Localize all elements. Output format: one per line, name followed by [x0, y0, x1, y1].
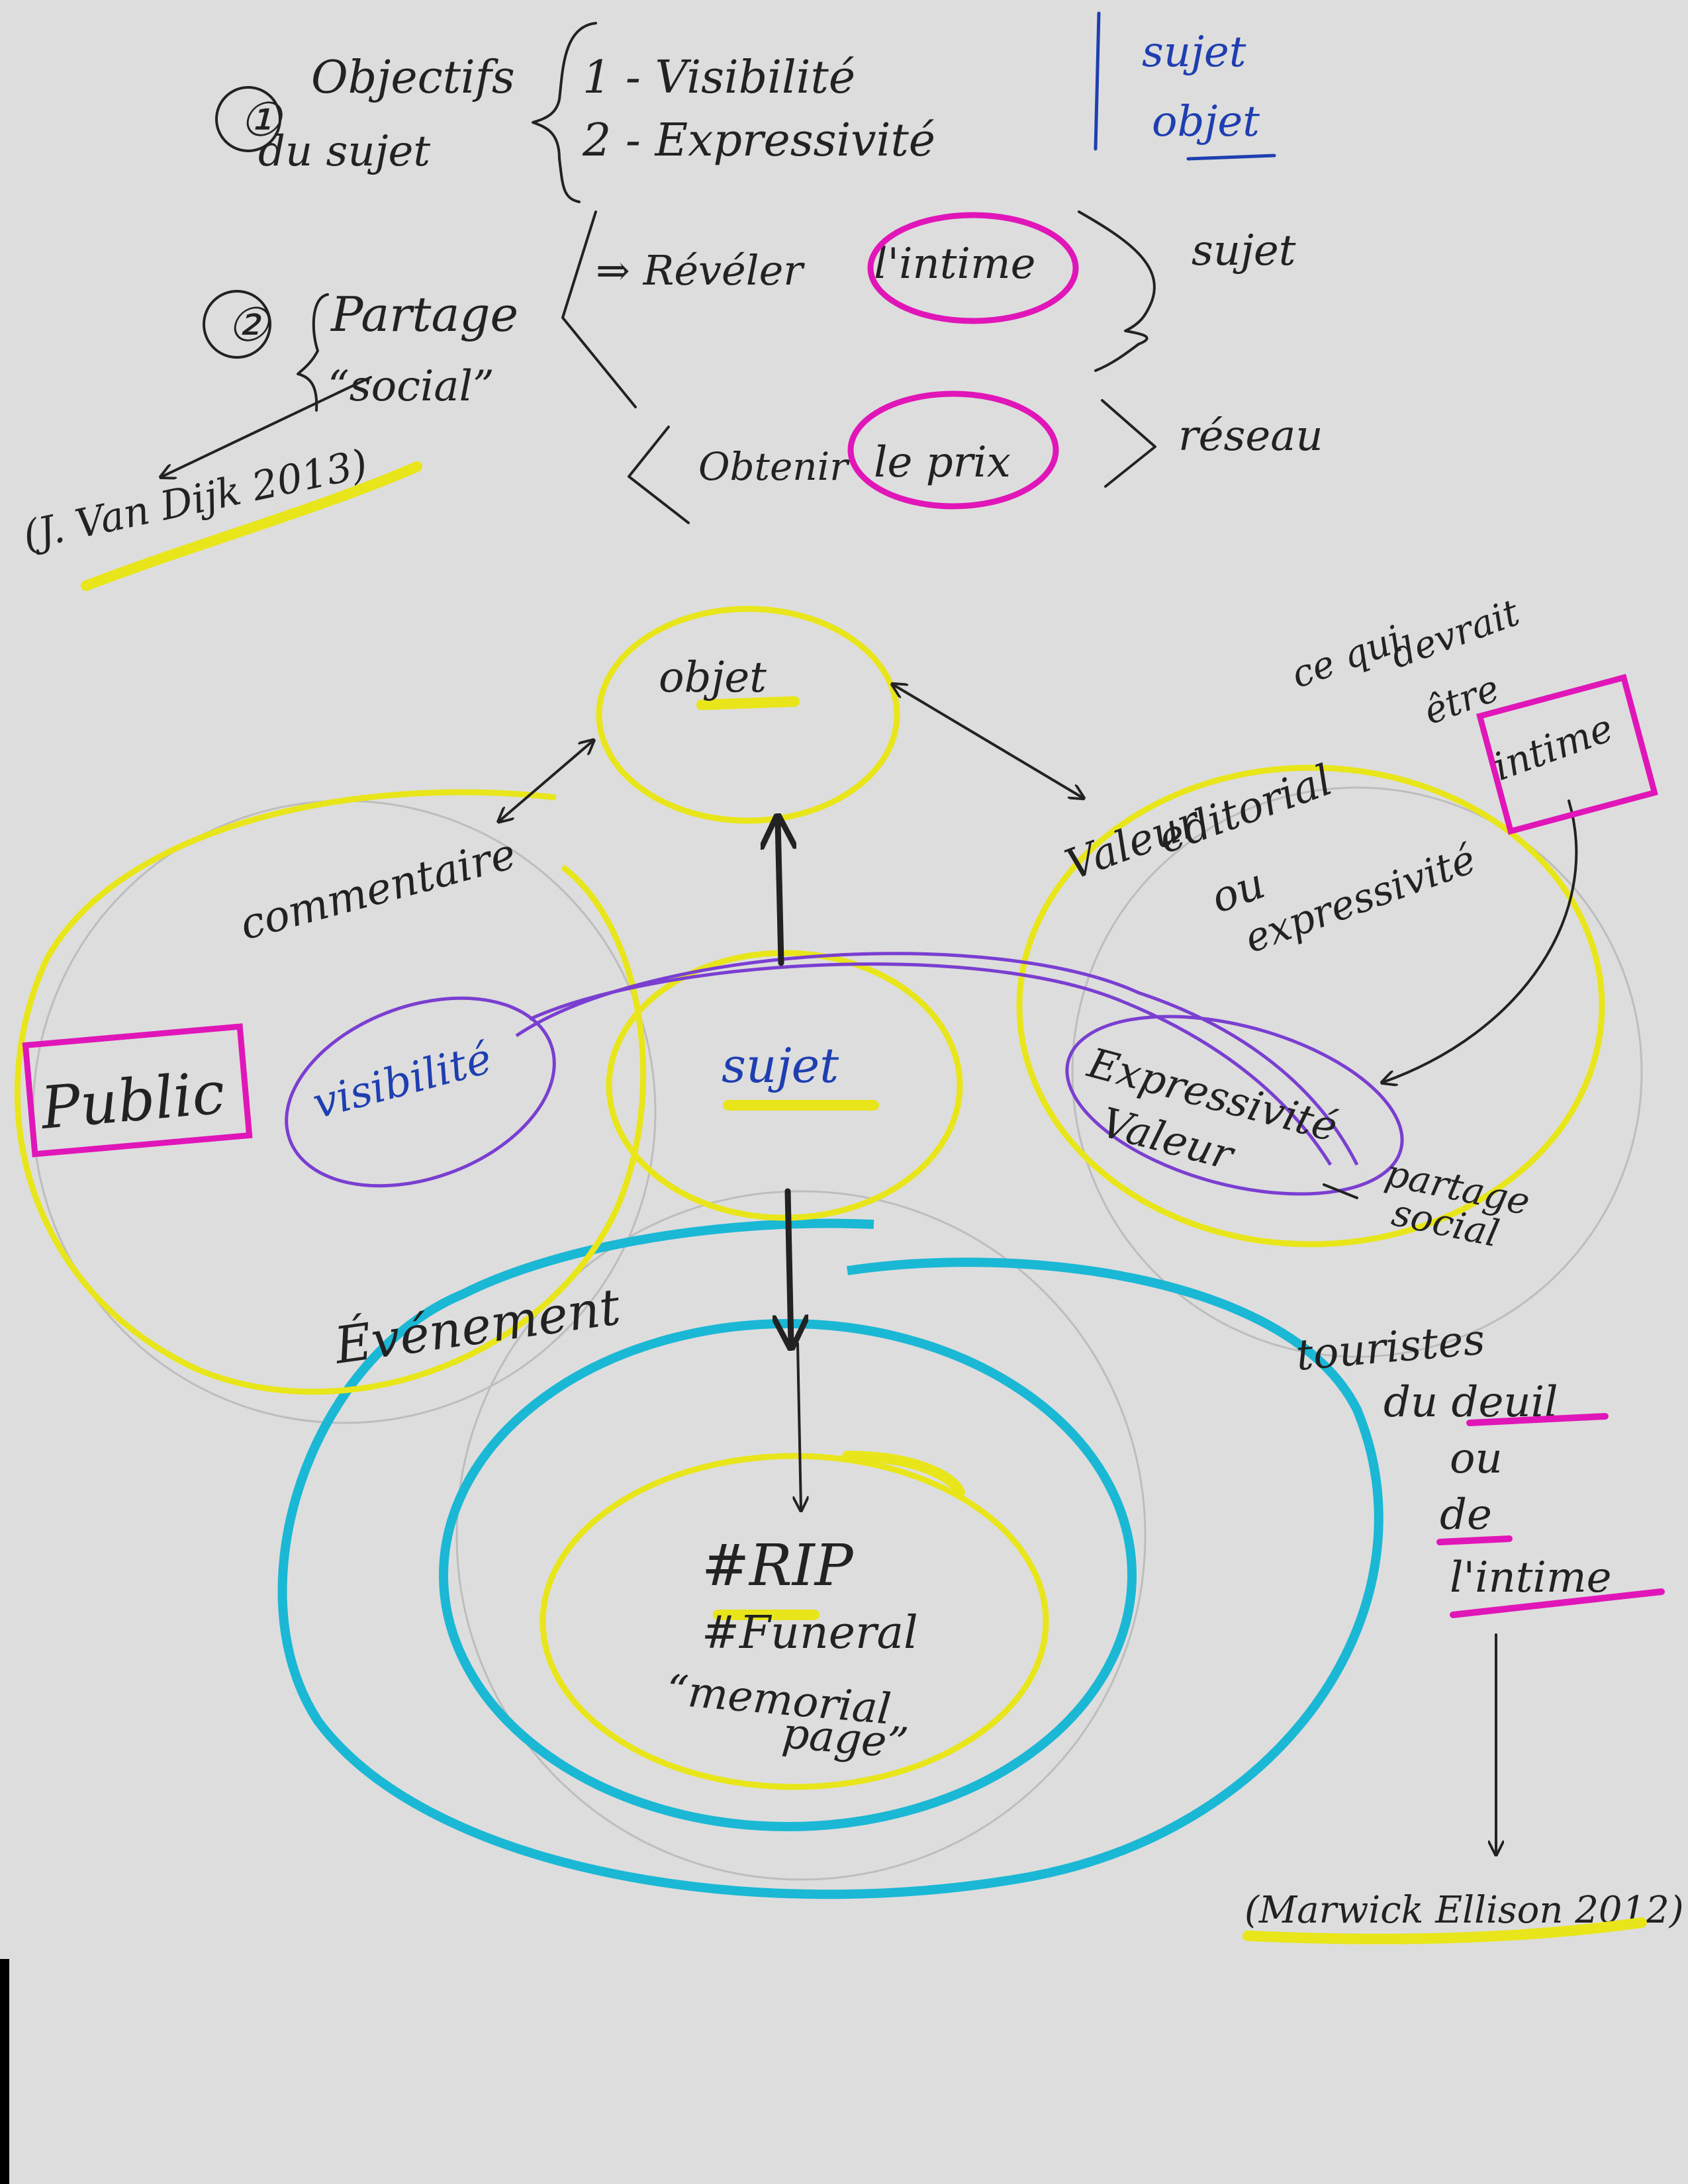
touristes-label-4: de: [1440, 1490, 1492, 1539]
sujet-circle: [606, 950, 963, 1221]
intime-to-expressivite-arrow: [1383, 799, 1578, 1082]
valeur-expressivite-line: [1323, 1183, 1358, 1199]
obtenir-close: [1101, 399, 1156, 488]
sujet-to-objet-arrow: [778, 821, 781, 966]
obtenir-label: Obtenir: [698, 444, 850, 489]
purple-loop-connector: [515, 952, 1359, 1166]
touristes-label-3: ou: [1450, 1434, 1503, 1483]
evenement-to-rip-arrow: [798, 1342, 801, 1509]
intime-magenta-circle: [867, 212, 1079, 324]
diagram: objet sujet commentaire Public visibilit…: [14, 591, 1684, 1944]
le-prix-magenta-circle: [847, 390, 1059, 510]
valeur-circle: [1016, 764, 1605, 1248]
intime-label: l'intime: [874, 240, 1036, 289]
van-dijk-arrow: [162, 376, 372, 477]
public-label: Public: [37, 1058, 228, 1142]
side-objet-underline: [1186, 154, 1276, 161]
marwick-highlight: [1243, 1917, 1647, 1944]
reveler-label: ⇒ Révéler: [596, 246, 805, 295]
objet-circle: [596, 606, 900, 824]
item-visibilite: 1 - Visibilité: [583, 52, 855, 104]
right-brace: [1078, 210, 1156, 372]
deuil-underline: [1466, 1413, 1609, 1426]
van-dijk-highlight: [81, 461, 422, 591]
intime-underline: [1450, 1588, 1665, 1618]
ce-qui-1: ce qui: [1286, 617, 1408, 697]
number-two: ②: [227, 298, 271, 352]
social-label: “social”: [328, 362, 494, 411]
intime-magenta-box: [1476, 674, 1658, 835]
de-underline: [1436, 1535, 1513, 1545]
expressivite-purple-ellipse: [1065, 1015, 1404, 1196]
objet-commentaire-arrow: [500, 741, 592, 821]
pencil-guide-center: [455, 1190, 1147, 1881]
header-notes: ① Objectifs du sujet 1 - Visibilité 2 - …: [19, 11, 1323, 591]
blue-divider: [1094, 11, 1101, 151]
objectifs-brace: [532, 22, 597, 203]
touristes-label-5: l'intime: [1450, 1553, 1612, 1602]
visibilite-purple-ellipse: [285, 996, 556, 1188]
partage-label: Partage: [330, 287, 518, 342]
sujet-label: sujet: [722, 1038, 839, 1093]
rip-yellow-tail: [842, 1451, 965, 1498]
intime-box-label: intime: [1487, 705, 1619, 790]
reseau-label: réseau: [1178, 412, 1323, 461]
number-one: ①: [240, 93, 283, 147]
touristes-label-1: touristes: [1294, 1315, 1487, 1381]
objet-label: objet: [659, 653, 767, 702]
partage-brace: [297, 293, 329, 412]
valeur-editorial-4: expressivité: [1239, 836, 1481, 962]
sujet-to-evenement-arrow: [788, 1188, 791, 1343]
side-objet: objet: [1152, 97, 1260, 146]
obtenir-bracket: [628, 426, 690, 524]
funeral-label: #Funeral: [702, 1607, 918, 1659]
memorial-label-2: page”: [780, 1709, 910, 1768]
number-two-circle: [203, 290, 271, 359]
scan-edge: [0, 1959, 9, 2184]
ce-qui-3: être: [1419, 667, 1505, 734]
du-sujet-label: du sujet: [258, 127, 430, 176]
objet-valeur-arrow: [894, 685, 1082, 797]
objet-highlight: [696, 696, 800, 710]
le-prix-label: le prix: [874, 438, 1011, 487]
public-magenta-box: [22, 1023, 253, 1158]
objectifs-label: Objectifs: [311, 52, 515, 104]
branch-up: [561, 210, 637, 408]
commentaire-circle: [14, 789, 647, 1395]
sujet-right-label: sujet: [1192, 226, 1296, 275]
pencil-guide-right: [1071, 786, 1643, 1358]
purple-loop-connector-2: [528, 962, 1333, 1166]
ce-qui-2: devrait: [1385, 591, 1526, 677]
cyan-outer-ring: [277, 1218, 1383, 1899]
rip-yellow-circle: [539, 1453, 1049, 1790]
side-sujet: sujet: [1142, 28, 1246, 77]
number-one-circle: [215, 86, 281, 152]
visibilite-label: visibilité: [308, 1034, 497, 1129]
commentaire-label: commentaire: [235, 829, 521, 950]
rip-label: #RIP: [702, 1533, 855, 1599]
item-expressivite: 2 - Expressivité: [582, 114, 935, 167]
